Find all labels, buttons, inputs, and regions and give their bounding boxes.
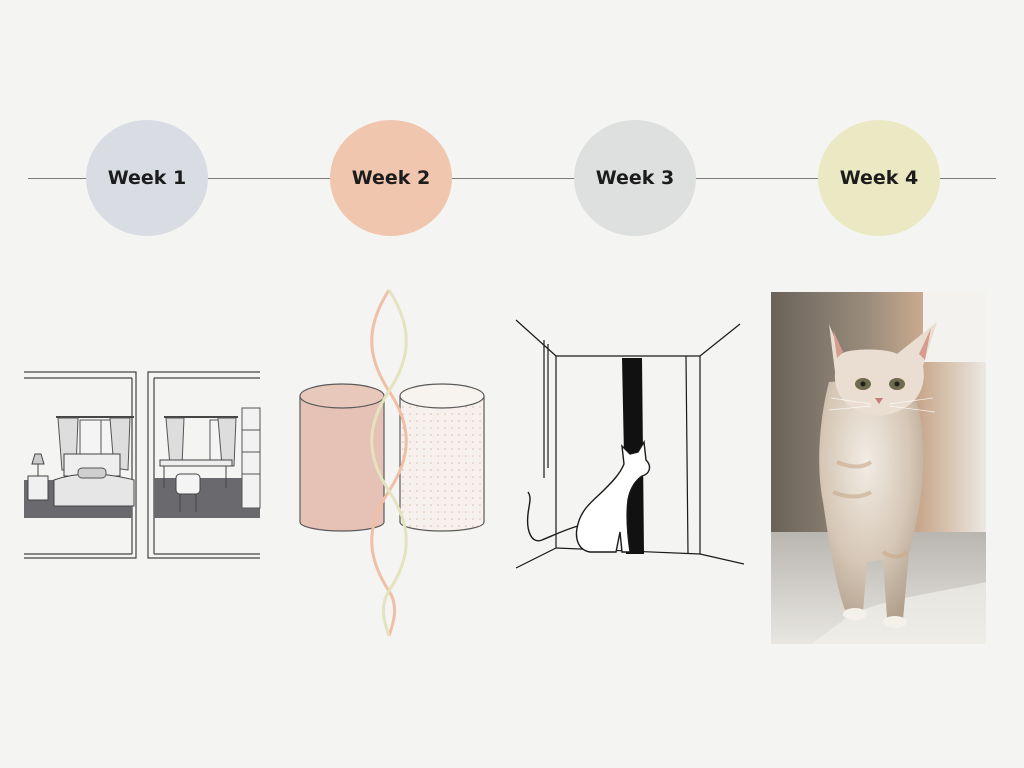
week-4-node: Week 4	[818, 120, 940, 236]
week-4-label: Week 4	[839, 167, 919, 189]
week-3-node: Week 3	[574, 120, 696, 236]
week-2-label: Week 2	[351, 167, 431, 189]
cat-doorway-illustration	[512, 318, 744, 572]
week-2-node: Week 2	[330, 120, 452, 236]
week-1-node: Week 1	[86, 120, 208, 236]
timeline-line	[28, 178, 996, 179]
week-1-label: Week 1	[107, 167, 187, 189]
walking-cat-photo	[771, 292, 986, 644]
week-3-label: Week 3	[595, 167, 675, 189]
scent-cylinders-illustration	[296, 286, 492, 640]
two-rooms-illustration	[22, 368, 262, 560]
